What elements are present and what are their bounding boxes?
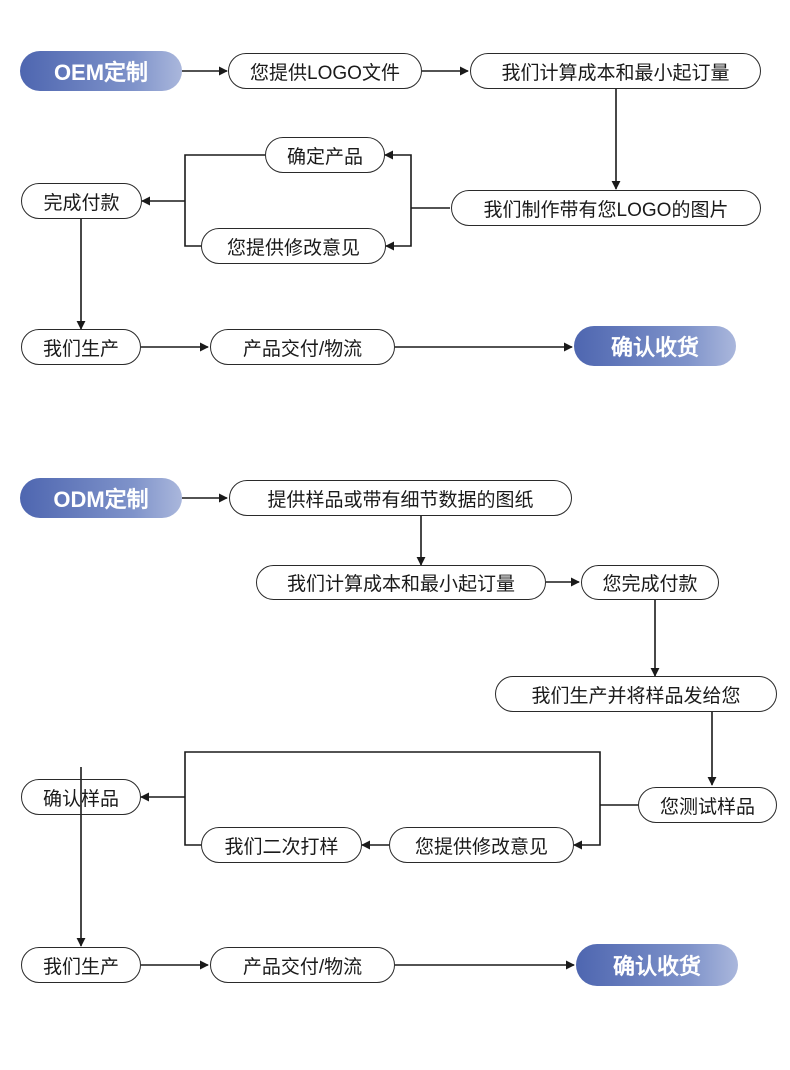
arrow-loop-to-provide-feedback	[573, 805, 601, 850]
oem-end-badge: 确认收货	[574, 326, 736, 366]
oem-produce-step: 我们生产	[21, 329, 141, 365]
odm-produce-step: 我们生产	[21, 947, 141, 983]
odm-send-samples-step: 我们生产并将样品发给您	[495, 676, 777, 712]
oem-payment-step: 完成付款	[21, 183, 142, 219]
connector-provide-feedback-to-merge	[184, 201, 201, 247]
oem-make-image-step: 我们制作带有您LOGO的图片	[451, 190, 761, 226]
odm-provide-feedback-step: 您提供修改意见	[389, 827, 574, 863]
oem-confirm-product-step: 确定产品	[265, 137, 385, 173]
connector-loop-top-to-merge	[184, 751, 601, 805]
odm-confirm-samples-step: 确认样品	[21, 779, 141, 815]
odm-provide-samples-step: 提供样品或带有细节数据的图纸	[229, 480, 572, 516]
odm-payment-step: 您完成付款	[581, 565, 719, 600]
oem-start-badge: OEM定制	[20, 51, 182, 91]
odm-start-badge: ODM定制	[20, 478, 182, 518]
oem-provide-feedback-step: 您提供修改意见	[201, 228, 386, 264]
odm-resample-step: 我们二次打样	[201, 827, 362, 863]
odm-end-badge: 确认收货	[576, 944, 738, 986]
connector-resample-to-merge	[184, 797, 201, 846]
odm-test-samples-step: 您测试样品	[638, 787, 777, 823]
arrow-branch-to-confirm-product	[384, 150, 412, 208]
oem-logo-file-step: 您提供LOGO文件	[228, 53, 422, 89]
arrow-branch-to-provide-feedback	[385, 208, 412, 251]
oem-delivery-step: 产品交付/物流	[210, 329, 395, 365]
odm-calc-cost-step: 我们计算成本和最小起订量	[256, 565, 546, 600]
oem-calc-cost-step: 我们计算成本和最小起订量	[470, 53, 761, 89]
connector-confirm-product-to-merge	[184, 154, 265, 201]
odm-delivery-step: 产品交付/物流	[210, 947, 395, 983]
